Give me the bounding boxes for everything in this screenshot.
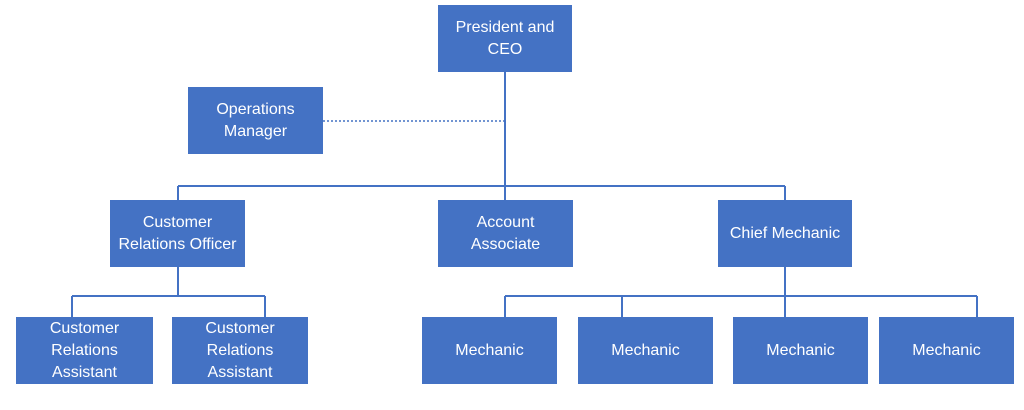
node-account-associate: Account Associate bbox=[438, 200, 573, 267]
node-chief-mechanic: Chief Mechanic bbox=[718, 200, 852, 267]
node-customer-relations-officer: Customer Relations Officer bbox=[110, 200, 245, 267]
node-mechanic-2: Mechanic bbox=[578, 317, 713, 384]
node-operations-manager: Operations Manager bbox=[188, 87, 323, 154]
node-customer-relations-assistant-1: Customer Relations Assistant bbox=[16, 317, 153, 384]
node-customer-relations-assistant-2: Customer Relations Assistant bbox=[172, 317, 308, 384]
node-mechanic-4: Mechanic bbox=[879, 317, 1014, 384]
node-mechanic-3: Mechanic bbox=[733, 317, 868, 384]
node-president-ceo: President and CEO bbox=[438, 5, 572, 72]
node-mechanic-1: Mechanic bbox=[422, 317, 557, 384]
